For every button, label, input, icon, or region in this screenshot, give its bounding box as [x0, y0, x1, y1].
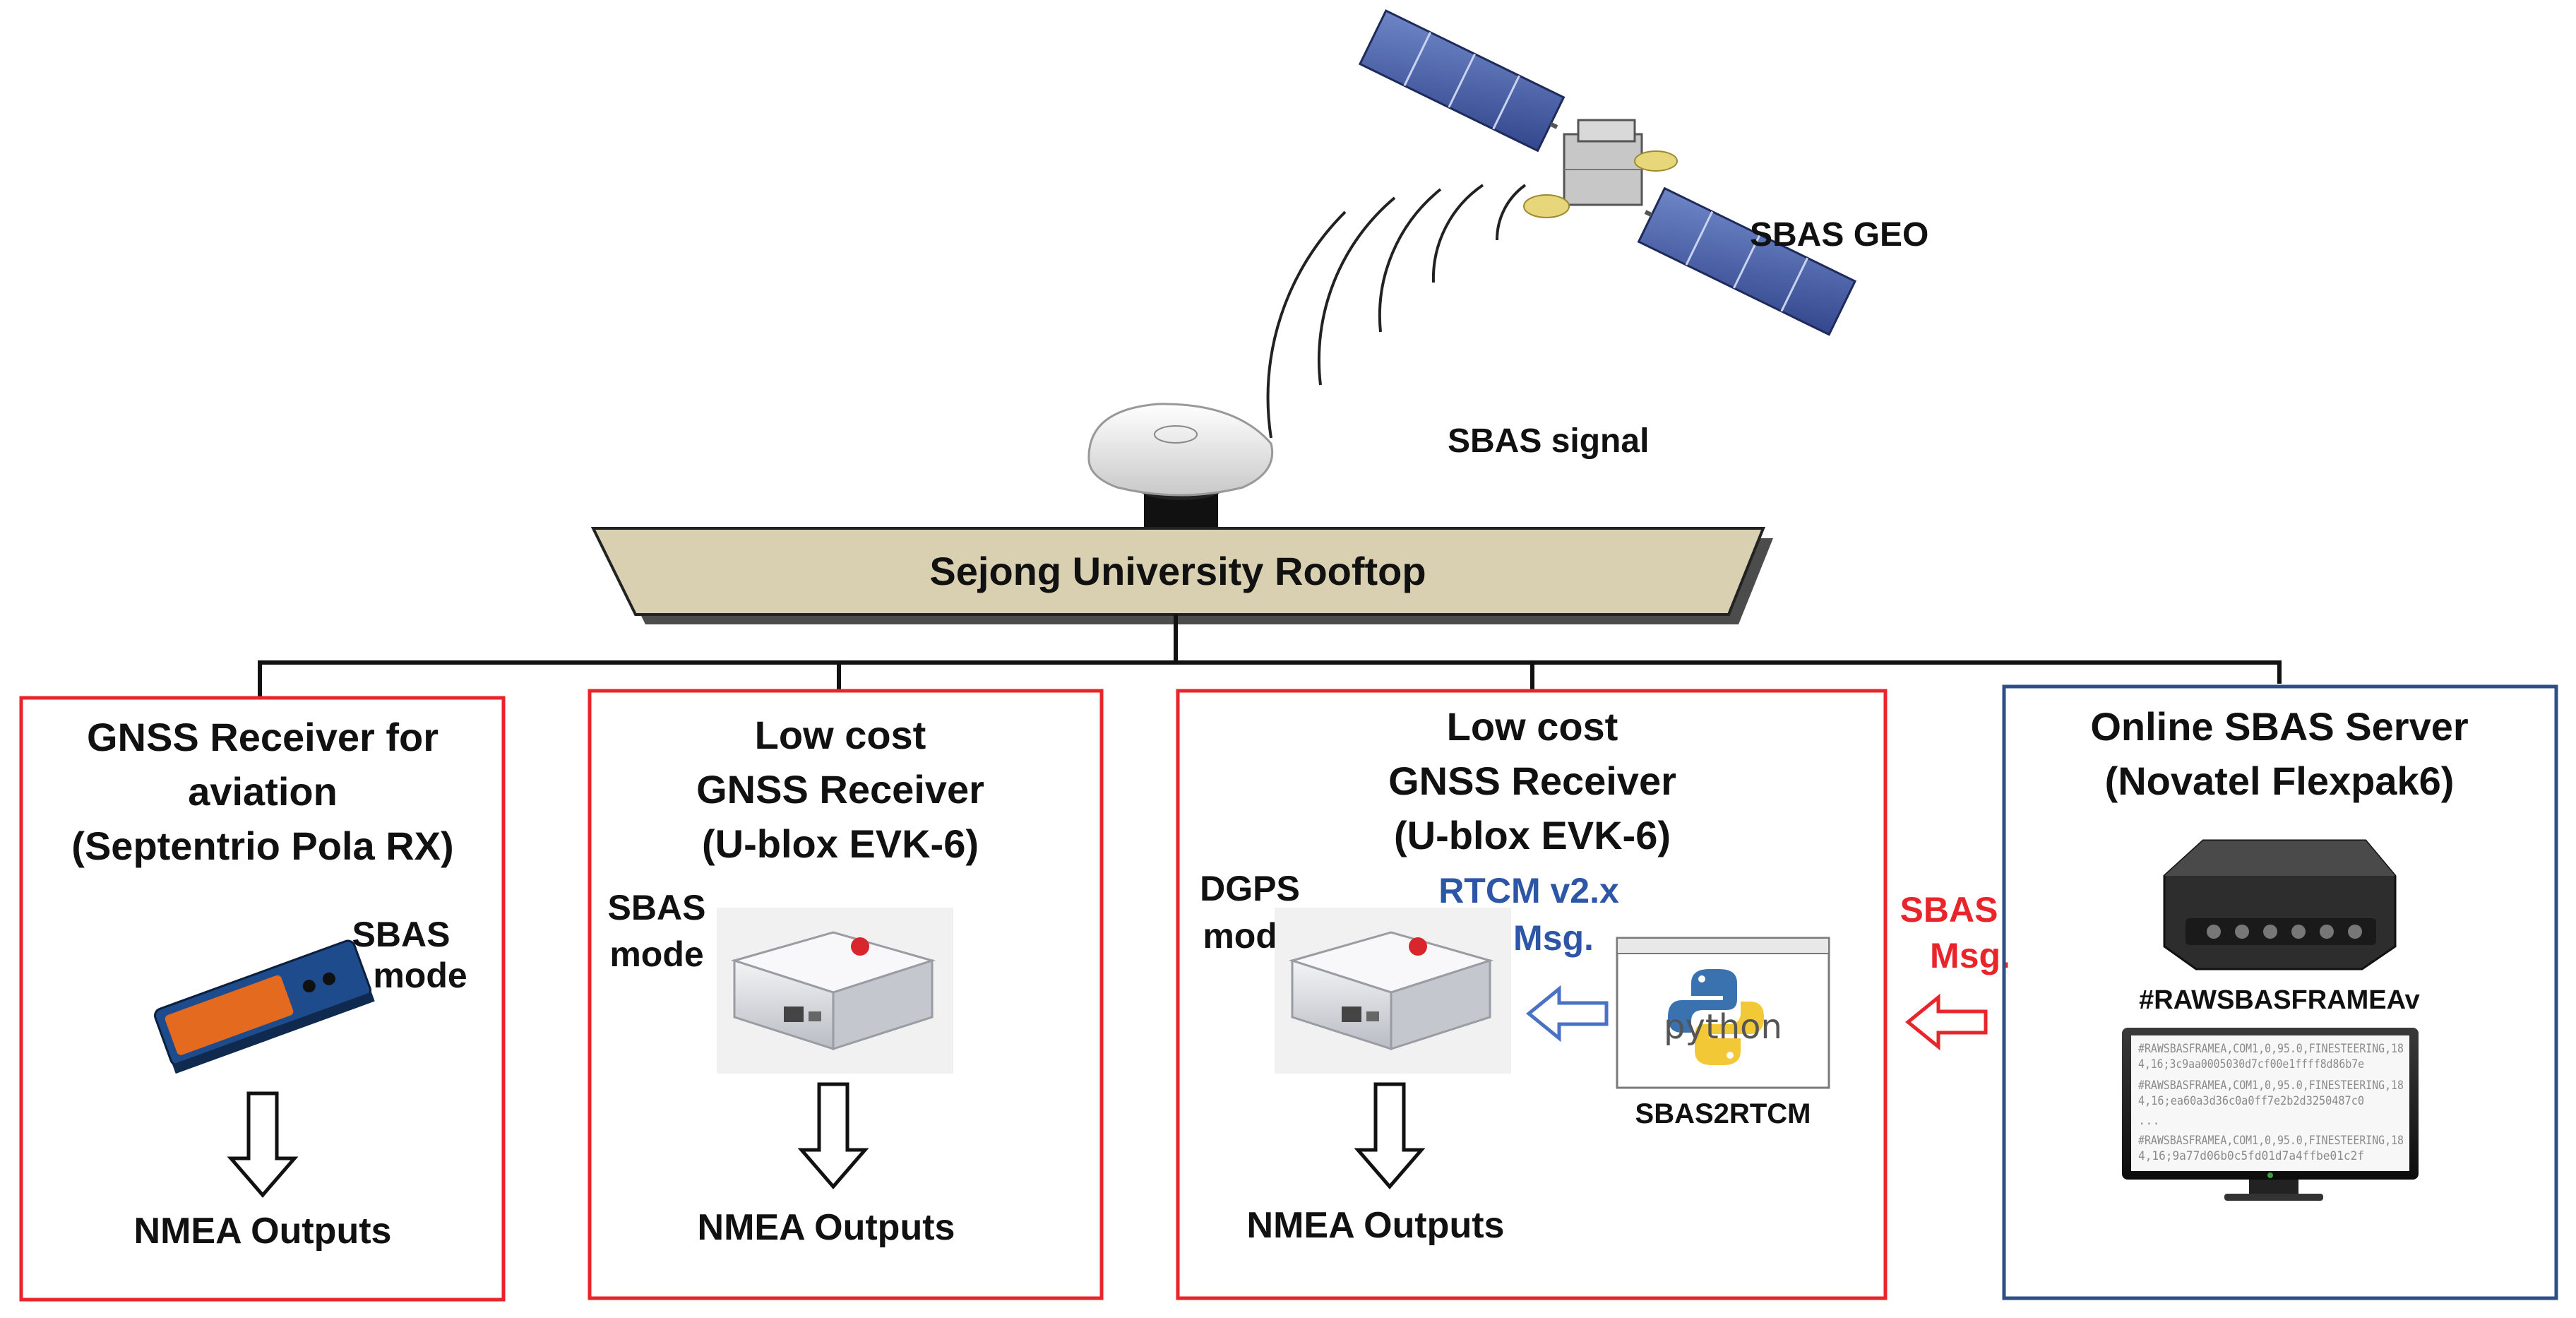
rtcm-label-line1: RTCM v2.x — [1438, 871, 1619, 910]
satellite-icon — [1358, 9, 1857, 336]
aviation-receiver-box: GNSS Receiver for aviation (Septentrio P… — [19, 696, 506, 1302]
box1-output-label: NMEA Outputs — [134, 1211, 392, 1252]
sbas-msg-arrow — [1905, 993, 1988, 1051]
box2-title-line2: GNSS Receiver — [696, 767, 984, 812]
box2-title-line3: (U-blox EVK-6) — [702, 821, 979, 866]
rooftop-label: Sejong University Rooftop — [929, 549, 1426, 593]
box2-mode-line2: mode — [609, 934, 703, 974]
satellite-label: SBAS GEO — [1750, 216, 1928, 254]
online-sbas-server-box: Online SBAS Server (Novatel Flexpak6) #R… — [2002, 684, 2558, 1300]
sbas-msg-label-line1: SBAS — [1900, 890, 1998, 930]
monitor-icon: #RAWSBASFRAMEA,COM1,0,95.0,FINESTEERING,… — [2122, 1028, 2419, 1201]
box2-mode-line1: SBAS — [608, 888, 706, 927]
box3-title-line1: Low cost — [1447, 704, 1618, 749]
python-logo-icon — [1668, 969, 1764, 1065]
box1-title-line1: GNSS Receiver for — [87, 715, 439, 759]
rtcm-label-line2: Msg. — [1513, 918, 1594, 958]
screen-line-7: 4,16;9a77d06b0c5fd01d7a4ffbe01c2f — [2138, 1149, 2364, 1163]
signal-waves-icon — [1266, 184, 1527, 439]
ublox-receiver-icon — [1275, 908, 1511, 1074]
software-label: SBAS2RTCM — [1635, 1098, 1811, 1129]
signal-label: SBAS signal — [1448, 422, 1649, 460]
box1-title-line2: aviation — [188, 769, 338, 814]
box3-output-label: NMEA Outputs — [1247, 1205, 1505, 1246]
screen-line-1: #RAWSBASFRAMEA,COM1,0,95.0,FINESTEERING,… — [2138, 1042, 2404, 1056]
low-cost-receiver-dgps-box: Low cost GNSS Receiver (U-blox EVK-6) DG… — [1176, 689, 1888, 1300]
box2-title-line1: Low cost — [755, 713, 926, 757]
box4-title-line2: (Novatel Flexpak6) — [2105, 759, 2455, 803]
screen-line-3: #RAWSBASFRAMEA,COM1,0,95.0,FINESTEERING,… — [2138, 1079, 2404, 1093]
box1-mode-line2: mode — [373, 956, 467, 995]
antenna-icon — [1087, 403, 1274, 540]
python-app-window: python — [1616, 937, 1830, 1089]
box3-down-arrow — [1354, 1082, 1426, 1189]
ublox-receiver-icon — [717, 908, 953, 1074]
low-cost-receiver-sbas-box: Low cost GNSS Receiver (U-blox EVK-6) SB… — [588, 689, 1104, 1300]
distribution-lines — [258, 615, 2282, 698]
log-label: #RAWSBASFRAMEAv — [2139, 985, 2420, 1015]
box3-mode-line1: DGPS — [1200, 869, 1300, 908]
septentrio-receiver-icon — [153, 939, 375, 1074]
rtcm-arrow — [1526, 985, 1609, 1043]
python-logo-text: python — [1664, 1007, 1782, 1047]
screen-line-4: 4,16;ea60a3d36c0a0ff7e2b2d3250487c0 — [2138, 1094, 2364, 1108]
rooftop-platform — [590, 527, 1773, 624]
sbas-msg-label-line2: Msg. — [1930, 936, 2010, 975]
flexpak-receiver-icon — [2163, 839, 2397, 970]
screen-line-2: 4,16;3c9aa0005030d7cf00e1ffff8d86b7e — [2138, 1057, 2364, 1071]
screen-line-5: ... — [2138, 1114, 2160, 1128]
box1-title-line3: (Septentrio Pola RX) — [71, 824, 453, 868]
box2-output-label: NMEA Outputs — [698, 1207, 955, 1248]
box3-title-line2: GNSS Receiver — [1388, 759, 1676, 803]
box3-title-line3: (U-blox EVK-6) — [1394, 813, 1671, 857]
screen-line-6: #RAWSBASFRAMEA,COM1,0,95.0,FINESTEERING,… — [2138, 1134, 2404, 1148]
box4-title-line1: Online SBAS Server — [2090, 704, 2468, 749]
box1-mode-line1: SBAS — [352, 915, 451, 954]
box1-down-arrow — [227, 1091, 299, 1198]
box2-down-arrow — [797, 1082, 869, 1189]
